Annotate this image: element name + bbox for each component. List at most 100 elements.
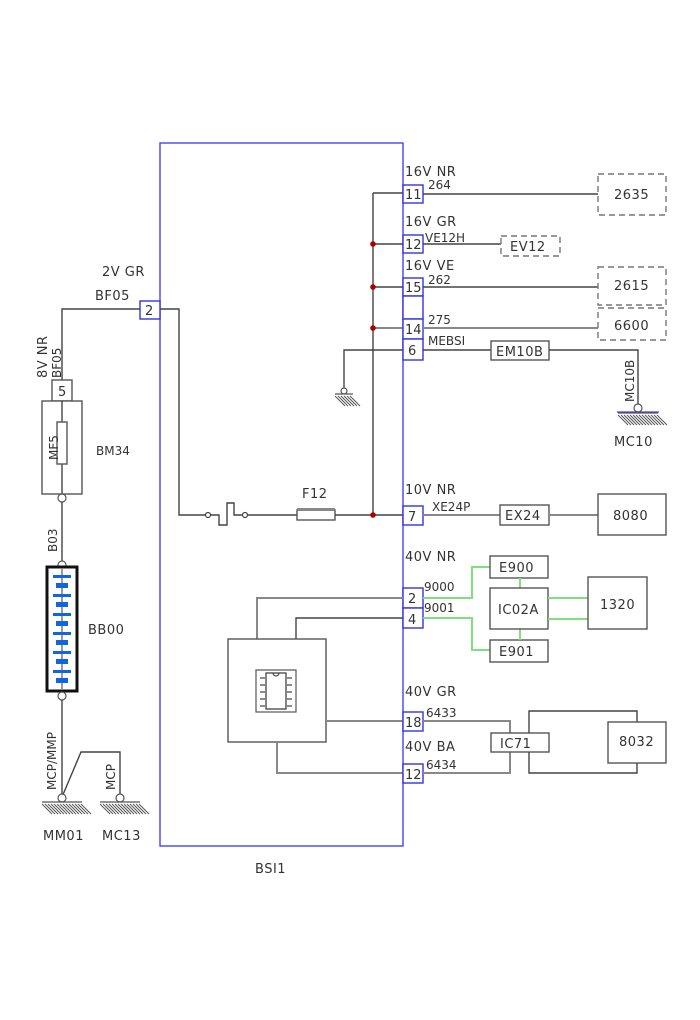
- component-e901-label: E901: [499, 645, 534, 660]
- pin-14: 14: [405, 323, 422, 338]
- battery-cell-plate: [53, 575, 71, 578]
- mcp-mmp-label-group: MCP/MMP: [45, 732, 59, 790]
- wire-275-label: 275: [428, 313, 451, 327]
- component-8080-label: 8080: [613, 509, 648, 524]
- battery-cell-plate: [56, 621, 68, 626]
- component-6600-label: 6600: [614, 319, 649, 334]
- component-8080-box: [597, 493, 667, 536]
- mc10b-label-group: MC10B: [623, 360, 637, 402]
- pin-15: 15: [405, 281, 422, 296]
- ground-mm01-label: MM01: [43, 829, 84, 844]
- fuse-f12-icon: [296, 509, 336, 521]
- ground-mc10-label: MC10: [614, 435, 653, 450]
- battery-cell-plate: [53, 651, 71, 654]
- junction-node: [370, 241, 376, 247]
- pin-left-2: 2: [145, 304, 153, 319]
- component-ic71-box: [490, 732, 550, 753]
- connector-16v-gr-label: 16V GR: [405, 215, 457, 230]
- terminal-icon: [57, 493, 67, 503]
- wire-internal-can-high: [256, 597, 403, 639]
- battery-cell-plate: [56, 640, 68, 645]
- ground-terminal-icon: [115, 793, 125, 803]
- bm34-pin: 5: [58, 385, 66, 400]
- battery-label: BB00: [88, 623, 124, 638]
- ground-mc13-icon: [99, 801, 150, 815]
- component-ic02a-label: IC02A: [498, 603, 539, 618]
- left-connector-label: 2V GR: [102, 265, 145, 280]
- component-2615-box: [597, 266, 667, 306]
- bm34-connector-label-group: 8V NR: [36, 335, 51, 378]
- terminal-icon: [57, 691, 67, 701]
- component-6600-box: [597, 307, 667, 341]
- component-ev12-label: EV12: [510, 240, 546, 255]
- fuse-mf5-label: MF5: [47, 435, 61, 460]
- component-8032-label: 8032: [619, 735, 654, 750]
- component-ic71-label: IC71: [500, 737, 531, 752]
- pin-can-4: 4: [408, 613, 416, 628]
- mf5-label-group: MF5: [47, 435, 61, 460]
- ground-terminal-icon: [340, 387, 348, 395]
- wire-6433: [423, 720, 511, 733]
- wire-internal-12: [276, 742, 403, 774]
- battery-cell-plate: [56, 583, 68, 588]
- wire-9000: [423, 566, 490, 599]
- battery-cell-plate: [53, 632, 71, 635]
- connector-40v-ba-label: 40V BA: [405, 740, 455, 755]
- component-ic02a-box: [489, 587, 549, 630]
- bsi1-label: BSI1: [255, 862, 286, 877]
- connector-16v-ve-label: 16V VE: [405, 259, 455, 274]
- pin-box-empty: [402, 295, 424, 320]
- wire-mcp-mmp-label: MCP/MMP: [45, 732, 59, 790]
- battery-cell-plate: [53, 613, 71, 616]
- pin-12: 12: [405, 238, 422, 253]
- component-1320-box: [587, 576, 648, 630]
- component-e900-label: E900: [499, 561, 534, 576]
- component-2615-label: 2615: [614, 279, 649, 294]
- bm34-wire-label-group: BF05: [50, 348, 64, 378]
- component-8032-box: [607, 721, 667, 764]
- switch-icon: [204, 502, 249, 526]
- wire-mc10b-label: MC10B: [623, 360, 637, 402]
- pin-box-left-2: [139, 300, 161, 320]
- wire-mcp-label: MCP: [104, 764, 118, 790]
- wire-bf05-left: [61, 308, 140, 382]
- wire-bf05-inner: [160, 308, 205, 516]
- component-2635-box: [597, 173, 667, 216]
- wire-9000-label: 9000: [424, 580, 455, 594]
- connector-16v-nr-label: 16V NR: [405, 165, 456, 180]
- ground-mc13-label: MC13: [102, 829, 141, 844]
- wire-9001: [423, 617, 490, 651]
- component-ev12-box: [500, 235, 561, 257]
- internal-ground-icon: [334, 393, 361, 407]
- fuse-f12-label: F12: [302, 487, 328, 502]
- pin-12b: 12: [405, 768, 422, 783]
- wire-mcp: [61, 751, 121, 798]
- pin-11: 11: [405, 188, 422, 203]
- pin-can-2: 2: [408, 592, 416, 607]
- wire-xe24p-label: XE24P: [432, 500, 470, 514]
- wire-internal-can-low: [295, 617, 403, 639]
- wire-pin6-internal: [343, 349, 403, 390]
- wire-9001-label: 9001: [424, 601, 455, 615]
- pin-7: 7: [408, 510, 416, 525]
- bm34-label: BM34: [96, 444, 130, 458]
- wire-6434-label: 6434: [426, 758, 457, 772]
- ground-mc10-icon: [617, 412, 668, 426]
- component-ex24-label: EX24: [505, 509, 541, 524]
- bm34-wire-label: BF05: [50, 348, 64, 378]
- bsi1-module-outline: [159, 142, 404, 847]
- component-1320-label: 1320: [600, 598, 635, 613]
- component-em10b-label: EM10B: [496, 345, 543, 360]
- junction-node: [370, 325, 376, 331]
- battery-bb00-icon: [45, 565, 79, 693]
- battery-cell-plate: [56, 659, 68, 664]
- bm34-connector-label: 8V NR: [36, 335, 51, 378]
- wire-mebsi-label: MEBSI: [428, 334, 465, 348]
- wire-262-label: 262: [428, 273, 451, 287]
- junction-node: [370, 284, 376, 290]
- battery-cell-plate: [56, 602, 68, 607]
- ground-terminal-icon: [633, 403, 643, 413]
- component-2635-label: 2635: [614, 188, 649, 203]
- connector-10v-nr-label: 10V NR: [405, 483, 456, 498]
